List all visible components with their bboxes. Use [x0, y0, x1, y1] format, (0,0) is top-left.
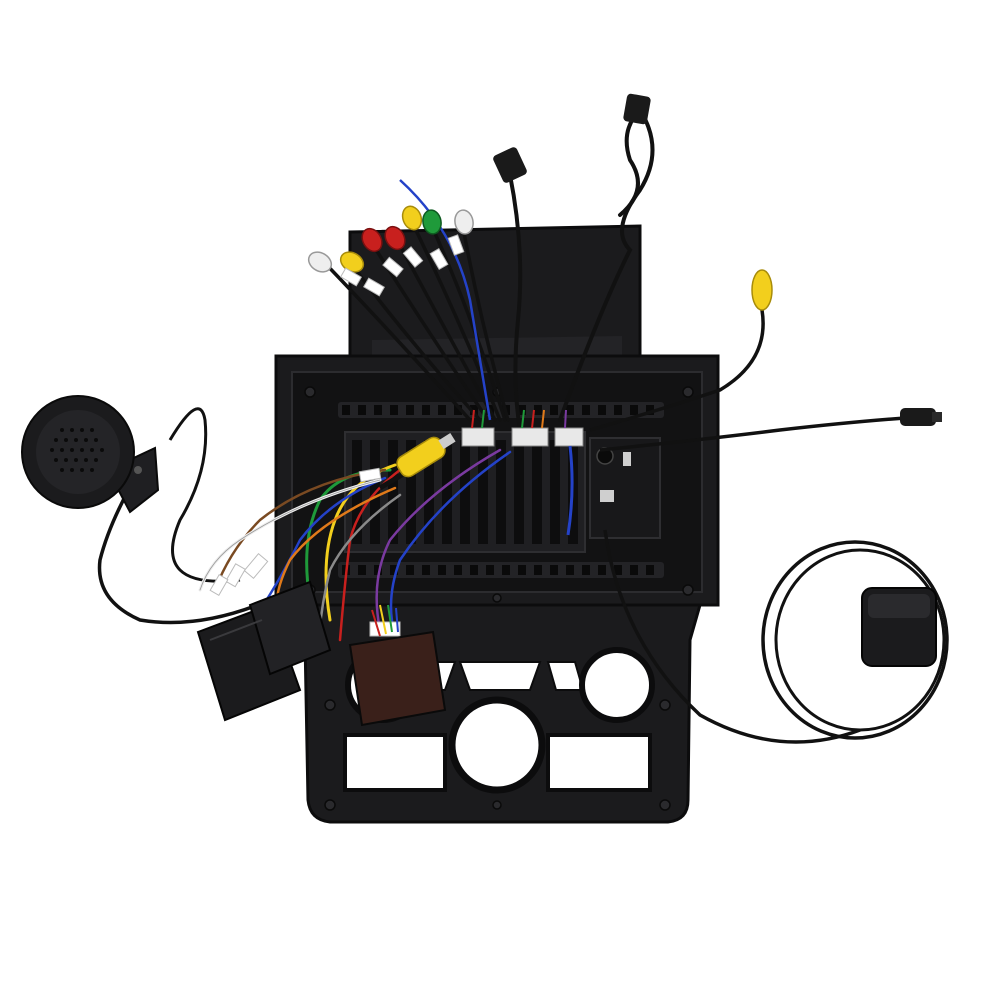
- rca-plug-icon: [307, 205, 474, 273]
- rear-connector-panel: [589, 437, 661, 539]
- rca-bundle: [307, 179, 510, 422]
- harness-connectors-top: [461, 409, 584, 536]
- canbus-decoder-icon: [348, 630, 447, 727]
- heat-sink: [344, 431, 586, 553]
- vent-slots-bottom: [338, 562, 664, 578]
- rca-labels: [340, 234, 465, 297]
- antenna-lead: [599, 408, 942, 452]
- harness-labels: [209, 467, 401, 637]
- speaker: [21, 395, 271, 625]
- canbus-box: [348, 604, 447, 727]
- dash-bezel: [287, 603, 702, 824]
- usb-plug-icon: [493, 93, 651, 183]
- camera-rca: [589, 269, 773, 432]
- harness-rca-plug: [378, 433, 456, 491]
- gps-antenna: [603, 529, 949, 744]
- iso-connector-block: [196, 580, 332, 722]
- usb-cable: [508, 108, 655, 432]
